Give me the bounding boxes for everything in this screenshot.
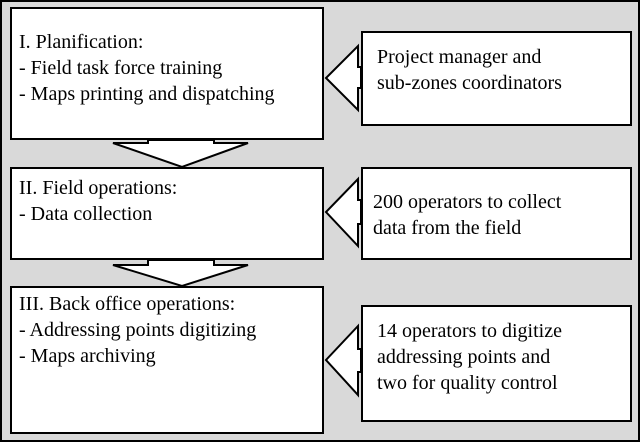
role-text-line: addressing points and	[377, 346, 551, 368]
stage-title: II. Field operations:	[19, 177, 178, 199]
role-text-line: 200 operators to collect	[373, 191, 562, 213]
stage-item: - Maps archiving	[19, 345, 156, 367]
role-field-operators-box: 200 operators to collect data from the f…	[361, 167, 632, 260]
stage-item: - Addressing points digitizing	[19, 319, 257, 341]
role-digitizing-operators-box: 14 operators to digitize addressing poin…	[361, 305, 632, 422]
stage-item: - Data collection	[19, 203, 153, 225]
stage-item: - Field task force training	[19, 57, 223, 79]
left-arrow-icon	[324, 323, 362, 398]
role-text-line: Project manager and	[377, 46, 542, 68]
role-text-line: data from the field	[373, 217, 522, 239]
stage-field-operations-box: II. Field operations: - Data collection	[10, 167, 324, 260]
role-text-line: two for quality control	[377, 372, 558, 394]
role-text-line: sub-zones coordinators	[377, 72, 562, 94]
stage-item: - Maps printing and dispatching	[19, 83, 275, 105]
down-arrow-icon	[112, 139, 249, 169]
left-arrow-icon	[324, 176, 362, 249]
left-arrow-icon	[324, 43, 362, 113]
stage-title: I. Planification:	[19, 31, 144, 53]
down-arrow-icon	[112, 259, 249, 288]
role-project-manager-box: Project manager and sub-zones coordinato…	[361, 31, 632, 126]
stage-title: III. Back office operations:	[19, 293, 236, 315]
stage-planification-box: I. Planification: - Field task force tra…	[10, 7, 324, 140]
role-text-line: 14 operators to digitize	[377, 320, 562, 342]
stage-back-office-box: III. Back office operations: - Addressin…	[10, 286, 324, 434]
